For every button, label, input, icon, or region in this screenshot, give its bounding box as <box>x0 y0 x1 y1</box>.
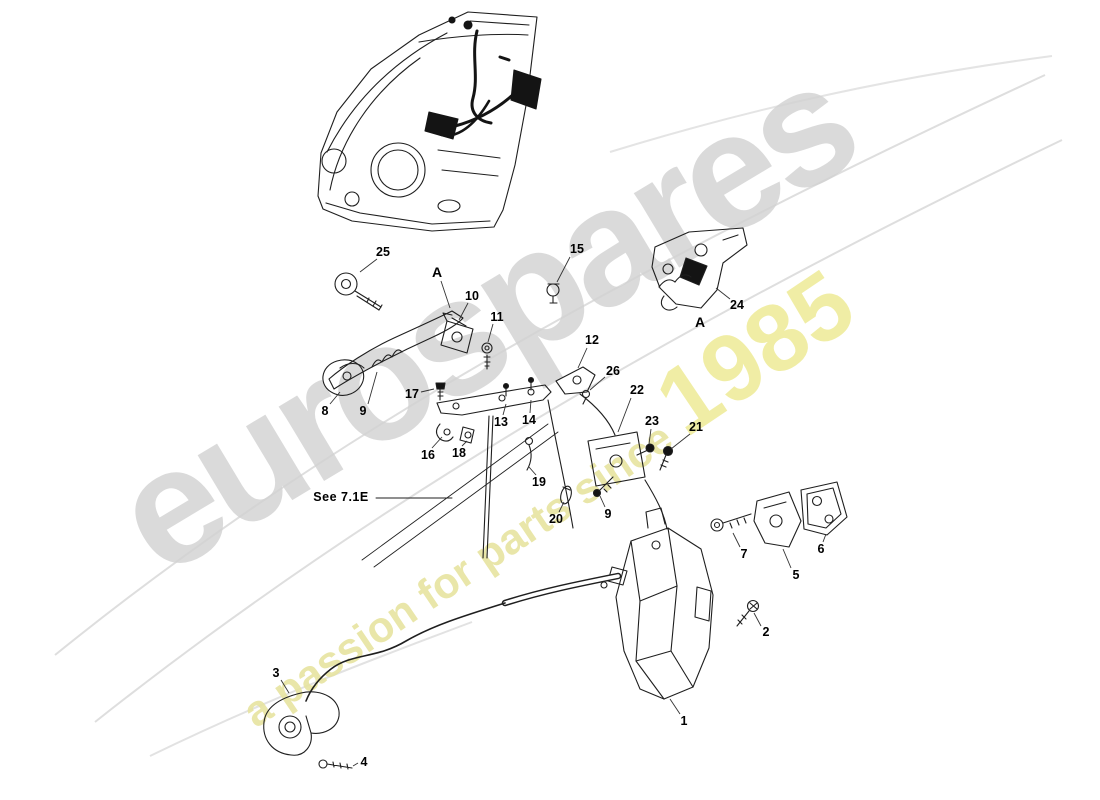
inner-handle-assembly <box>651 227 748 311</box>
door-lock-mechanism <box>424 16 542 140</box>
striker-plate <box>800 481 848 536</box>
exterior-handle <box>322 310 467 396</box>
handle-bracket <box>440 312 474 354</box>
screw-2 <box>736 599 760 627</box>
cable-bracket <box>263 691 340 756</box>
release-cable <box>305 566 628 702</box>
screw-4 <box>318 759 353 770</box>
grommet <box>546 283 560 304</box>
washer-and-screw <box>481 342 493 370</box>
lock-module <box>587 431 674 530</box>
striker-bolt <box>710 513 752 532</box>
striker-bracket <box>753 491 802 548</box>
regulator-rails <box>361 423 559 568</box>
door-panel <box>317 11 542 232</box>
screw-17 <box>435 382 446 401</box>
lock-actuator <box>615 507 714 700</box>
handle-spring <box>371 349 403 368</box>
door-key <box>334 272 383 311</box>
